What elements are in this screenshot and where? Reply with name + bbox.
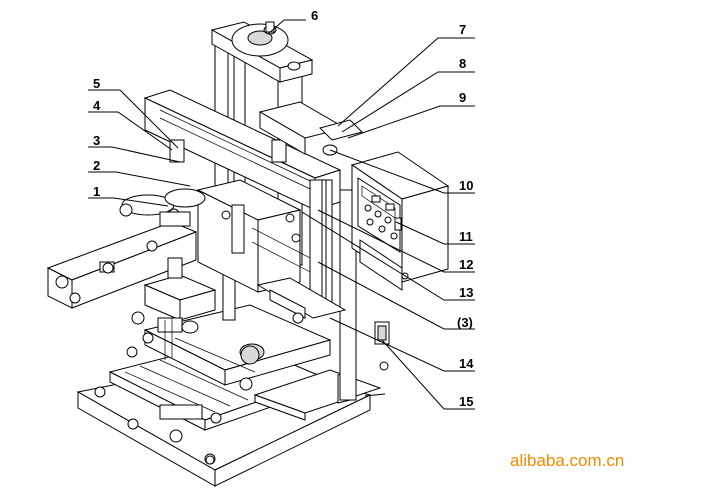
callout-8: 8: [459, 56, 466, 71]
callout-11: 11: [459, 229, 473, 244]
callout-12: 12: [459, 257, 473, 272]
callout-2: 2: [93, 158, 100, 173]
callout-1: 1: [93, 184, 100, 199]
callout-3: 3: [93, 133, 100, 148]
callout-4: 4: [93, 98, 101, 113]
callout-10: 10: [459, 178, 473, 193]
callout-15: 15: [459, 394, 473, 409]
callout-7: 7: [459, 22, 466, 37]
leader-lines: [88, 19, 475, 410]
callout-6: 6: [311, 8, 318, 23]
callout-13: 13: [459, 285, 473, 300]
callout-5: 5: [93, 76, 100, 91]
callout-3-paren: (3): [457, 315, 473, 330]
callout-labels: 6 7 8 9 5 4 3 2 1 10 11 12 13 (3) 14 15: [93, 8, 474, 409]
callout-14: 14: [459, 356, 474, 371]
watermark-text: alibaba.com.cn: [510, 451, 624, 470]
machine-drawing: [46, 21, 450, 487]
callout-9: 9: [459, 90, 466, 105]
